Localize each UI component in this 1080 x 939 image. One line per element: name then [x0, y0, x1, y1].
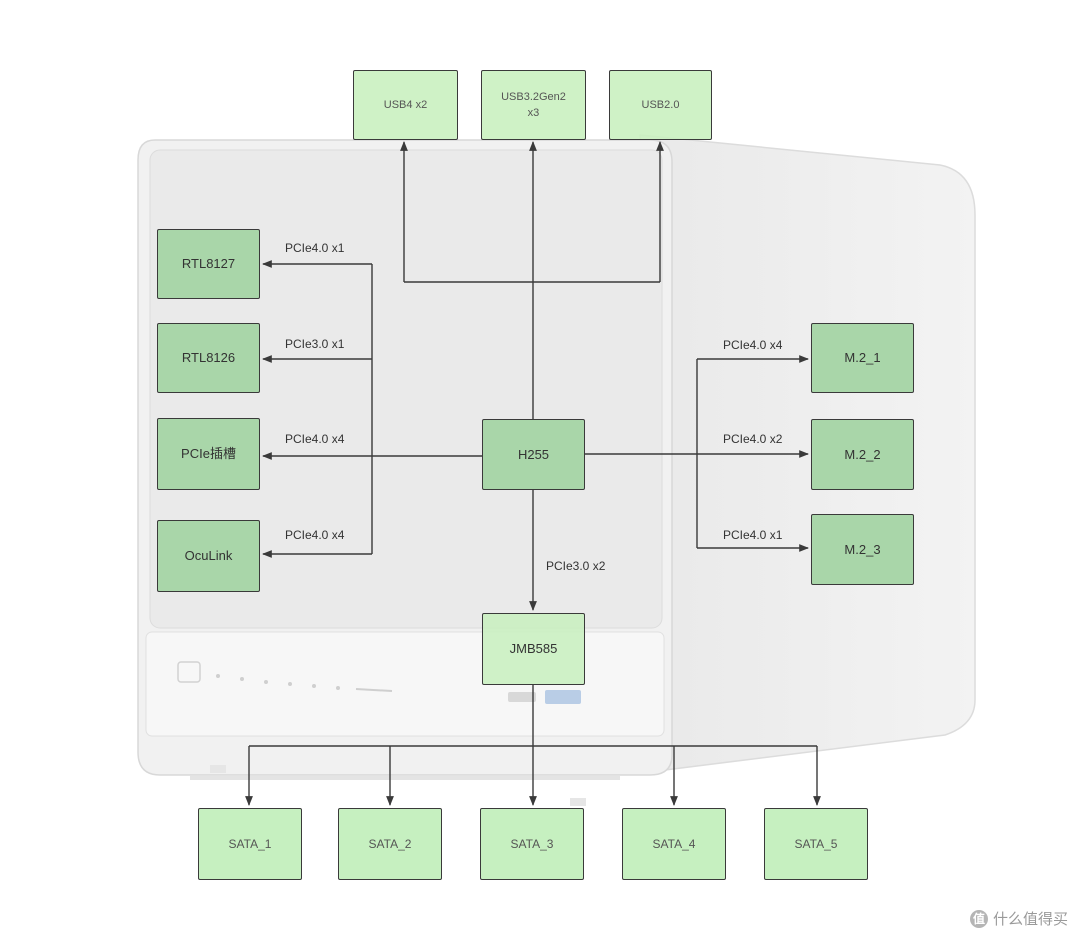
node-jmb585-controller-label: JMB585	[509, 641, 558, 656]
node-sata-5: SATA_5	[764, 808, 868, 880]
node-pcie-slot-label: PCIe插槽	[181, 446, 236, 461]
node-usb4: USB4 x2	[353, 70, 458, 140]
node-oculink-label: OcuLink	[184, 548, 233, 563]
node-h255-hub: H255	[482, 419, 585, 490]
node-usb4-label: USB4 x2	[383, 99, 428, 111]
node-sata-1-label: SATA_1	[228, 837, 272, 851]
node-m2-2-label: M.2_2	[844, 446, 881, 462]
node-usb32: USB3.2Gen2 x3	[481, 70, 586, 140]
node-sata-2: SATA_2	[338, 808, 442, 880]
watermark: 值 什么值得买	[969, 908, 1068, 929]
node-sata-4: SATA_4	[622, 808, 726, 880]
node-sata-3: SATA_3	[480, 808, 584, 880]
node-usb20: USB2.0	[609, 70, 712, 140]
link-label-rtl8127: PCIe4.0 x1	[285, 241, 345, 255]
node-h255-hub-label: H255	[517, 446, 550, 462]
node-m2-1: M.2_1	[811, 323, 914, 393]
node-rtl8127: RTL8127	[157, 229, 260, 299]
node-sata-4-label: SATA_4	[652, 837, 696, 851]
node-pcie-slot: PCIe插槽	[157, 418, 260, 490]
node-m2-3-label: M.2_3	[844, 541, 881, 557]
node-sata-1: SATA_1	[198, 808, 302, 880]
node-rtl8127-label: RTL8127	[181, 256, 236, 271]
node-sata-3-label: SATA_3	[510, 837, 554, 851]
link-label-jmb585: PCIe3.0 x2	[546, 559, 606, 573]
link-label-m2-1: PCIe4.0 x4	[723, 338, 783, 352]
node-rtl8126-label: RTL8126	[181, 350, 236, 365]
link-label-m2-2: PCIe4.0 x2	[723, 432, 783, 446]
link-label-oculink: PCIe4.0 x4	[285, 528, 345, 542]
node-rtl8126: RTL8126	[157, 323, 260, 393]
node-m2-2: M.2_2	[811, 419, 914, 490]
node-usb32-label: USB3.2Gen2 x3	[501, 91, 566, 119]
node-m2-1-label: M.2_1	[844, 350, 881, 365]
node-oculink: OcuLink	[157, 520, 260, 592]
link-label-m2-3: PCIe4.0 x1	[723, 528, 783, 542]
node-jmb585-controller: JMB585	[482, 613, 585, 685]
watermark-text: 什么值得买	[992, 911, 1068, 928]
link-label-pcie-slot: PCIe4.0 x4	[285, 432, 345, 446]
node-usb20-label: USB2.0	[641, 99, 680, 111]
node-sata-5-label: SATA_5	[794, 837, 838, 851]
node-m2-3: M.2_3	[811, 514, 914, 585]
node-sata-2-label: SATA_2	[368, 837, 412, 851]
watermark-logo-icon: 值	[969, 909, 988, 928]
link-label-rtl8126: PCIe3.0 x1	[285, 337, 345, 351]
